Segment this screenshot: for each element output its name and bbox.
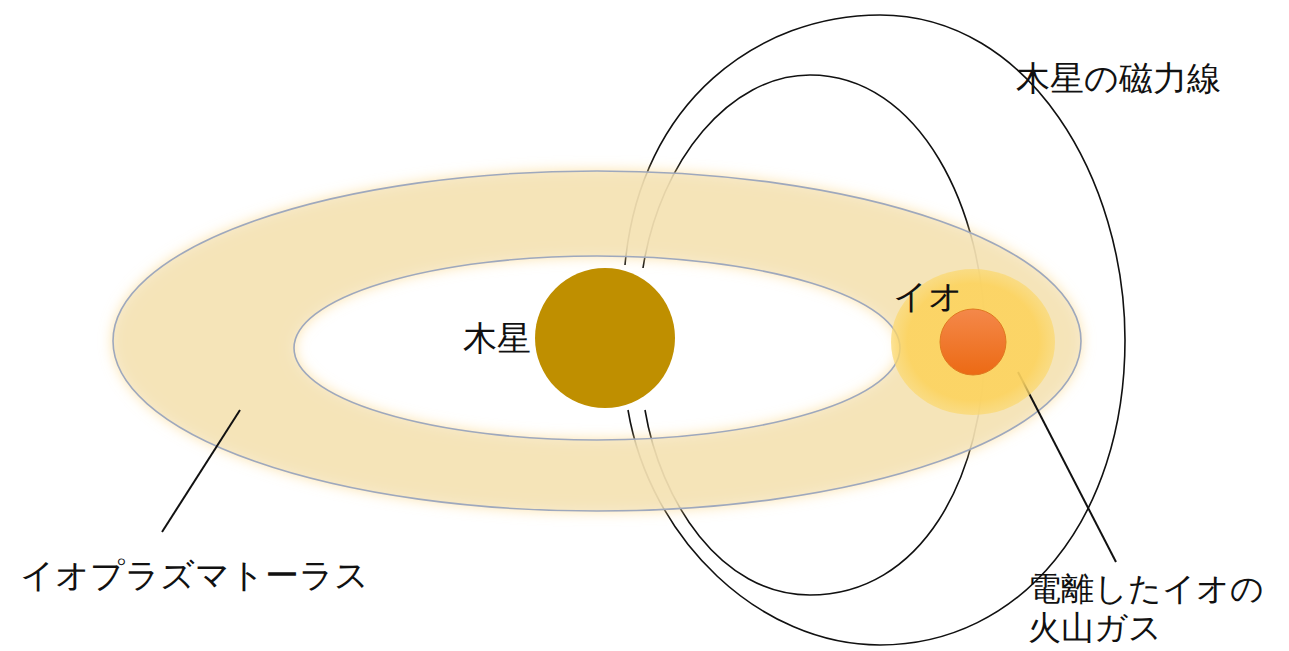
torus-label: イオプラズマトーラス (20, 555, 369, 596)
jupiter-shape (535, 268, 675, 408)
torus-glow (113, 171, 1081, 511)
moon-circle: イオ (891, 269, 1055, 415)
io-disc (940, 309, 1006, 375)
node-label: イオ (893, 275, 963, 318)
gas-label: 電離したイオの 火山ガス (1028, 569, 1283, 648)
leader-line (162, 410, 240, 532)
leader-line (1018, 372, 1116, 562)
field-line-label: 木星の磁力線 (1016, 58, 1221, 99)
planet-circle: 木星 (535, 268, 675, 408)
volcanic-gas-halo (891, 269, 1055, 415)
jupiter-disc (535, 268, 675, 408)
node-label: 木星 (463, 317, 531, 360)
plasma-torus (113, 171, 1081, 511)
field-line-outer (625, 15, 1125, 645)
